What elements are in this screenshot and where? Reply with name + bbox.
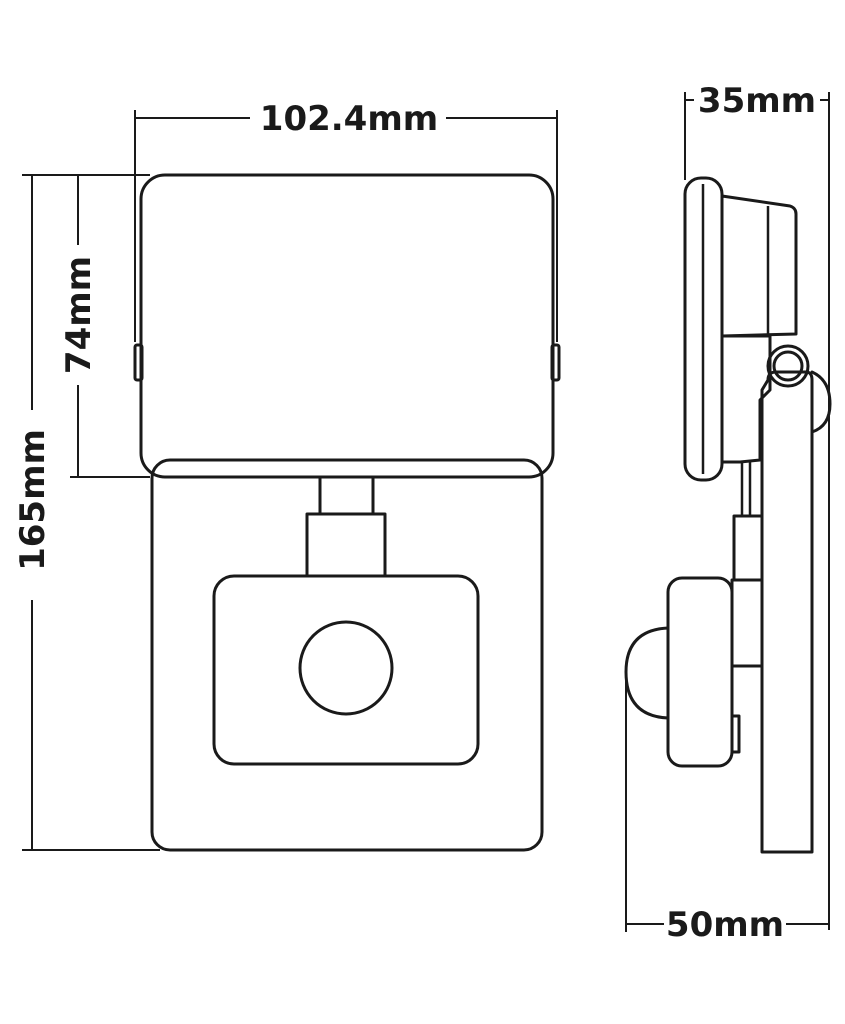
side-heatsink-lower <box>720 334 772 464</box>
front-pir-housing <box>212 574 480 766</box>
side-view <box>624 176 832 854</box>
side-stem-block <box>732 514 764 582</box>
side-mount-plate <box>760 370 814 854</box>
front-pir-lens <box>298 620 394 716</box>
dimension-head-depth: 35mm <box>684 81 830 930</box>
dimension-total-depth: 50mm <box>625 672 829 945</box>
dimension-total-height: 165mm <box>13 174 160 851</box>
side-sensor-arm <box>730 578 764 668</box>
label-total-height: 165mm <box>13 429 53 571</box>
label-total-depth: 50mm <box>666 905 784 945</box>
dimension-head-height: 74mm <box>59 174 150 478</box>
front-hinge-left <box>133 343 144 382</box>
label-head-height: 74mm <box>59 256 99 374</box>
front-body-plate <box>150 458 544 852</box>
side-pivot-outer <box>766 344 810 388</box>
side-pir-lens <box>624 626 670 720</box>
front-sensor-arm <box>305 512 387 578</box>
front-sensor-neck <box>318 475 375 516</box>
label-width: 102.4mm <box>260 99 438 139</box>
side-heatsink-upper <box>720 194 798 338</box>
front-lamp-head <box>139 173 555 479</box>
dimension-width: 102.4mm <box>134 99 558 342</box>
front-hinge-right <box>550 343 561 382</box>
side-pivot-inner <box>772 350 804 382</box>
front-view <box>133 173 561 852</box>
side-mount-bulge <box>810 370 832 434</box>
label-head-depth: 35mm <box>698 81 816 121</box>
side-pir-tab <box>730 714 741 754</box>
side-pir-housing <box>666 576 734 768</box>
